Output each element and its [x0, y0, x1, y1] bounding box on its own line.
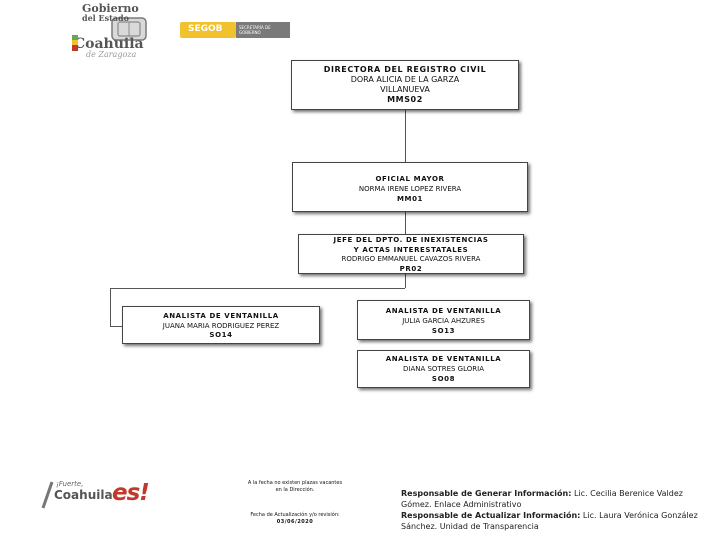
- analista-right1-box: ANALISTA DE VENTANILLA JULIA GARCIA AHZU…: [357, 300, 530, 340]
- analista-right1-name: JULIA GARCIA AHZURES: [402, 317, 485, 325]
- state-sub: de Zaragoza: [86, 50, 137, 59]
- flag-stripes: [72, 35, 78, 51]
- secgob-badge: SEGOB: [180, 22, 236, 38]
- oficial-box: OFICIAL MAYOR NORMA IRENE LOPEZ RIVERA M…: [292, 162, 528, 212]
- logo-state-text: Coahuila: [54, 488, 113, 502]
- responsables: Responsable de Generar Información: Lic.…: [401, 488, 717, 532]
- upd-value: Lic. Laura Verónica González: [582, 511, 698, 520]
- analista-left-code: SO14: [209, 331, 233, 339]
- gov-line1: Gobierno: [82, 2, 139, 15]
- connector-jefe-down: [405, 274, 406, 288]
- gov-line2: del Estado: [82, 13, 129, 23]
- secgob-label: SEGOB: [188, 24, 223, 34]
- logo-slash-icon: [40, 480, 54, 514]
- connector-horizontal: [110, 288, 405, 289]
- director-name-line1: DORA ALICIA DE LA GARZA: [350, 75, 460, 84]
- update-date: 03/06/2020: [276, 519, 314, 525]
- gen-line: Responsable de Generar Información: Lic.…: [401, 488, 717, 499]
- upd-label: Responsable de Actualizar Información:: [401, 511, 581, 520]
- director-box: DIRECTORA DEL REGISTRO CIVIL DORA ALICIA…: [291, 60, 519, 110]
- logo-es-text: es!: [112, 480, 150, 506]
- logo-small-text: ¡Fuerte,: [56, 480, 84, 488]
- jefe-name: RODRIGO EMMANUEL CAVAZOS RIVERA: [341, 255, 481, 263]
- coat-of-arms-icon: [110, 16, 148, 42]
- vacancy-note: A la fecha no existen plazas vacantes en…: [220, 480, 370, 494]
- gen-value: Lic. Cecilia Berenice Valdez: [573, 489, 683, 498]
- secgob-sub-label: SECRETARÍA DE GOBIERNO: [239, 25, 271, 35]
- connector-left-vertical: [110, 288, 111, 326]
- upd-value2: Sánchez. Unidad de Transparencia: [401, 522, 539, 531]
- government-logo: Gobierno del Estado Coahuila de Zaragoza…: [52, 2, 302, 60]
- analista-right2-name: DIANA SOTRES GLORIA: [403, 365, 484, 373]
- jefe-title-line1: JEFE DEL DPTO. DE INEXISTENCIAS: [333, 236, 489, 244]
- vacancy-note-line2: en la Dirección.: [275, 487, 315, 493]
- analista-right1-title: ANALISTA DE VENTANILLA: [385, 307, 502, 315]
- analista-right1-code: SO13: [431, 327, 456, 335]
- director-code: MMS02: [387, 95, 423, 104]
- director-title: DIRECTORA DEL REGISTRO CIVIL: [323, 65, 487, 74]
- connector-oficial-jefe: [405, 212, 406, 234]
- secgob-sub-badge: SECRETARÍA DE GOBIERNO: [236, 22, 290, 38]
- analista-right2-box: ANALISTA DE VENTANILLA DIANA SOTRES GLOR…: [357, 350, 530, 388]
- oficial-title: OFICIAL MAYOR: [375, 175, 445, 183]
- upd-line: Responsable de Actualizar Información: L…: [401, 510, 717, 521]
- connector-director-oficial: [405, 110, 406, 162]
- update-info: Fecha de Actualización y/o revisión: 03/…: [220, 512, 370, 526]
- director-name-line2: VILLANUEVA: [380, 85, 430, 94]
- oficial-name: NORMA IRENE LOPEZ RIVERA: [358, 185, 462, 193]
- analista-right2-code: SO08: [431, 375, 456, 383]
- gen-label: Responsable de Generar Información:: [401, 489, 572, 498]
- coahuila-es-logo: ¡Fuerte, Coahuila es!: [40, 478, 152, 512]
- vacancy-note-line1: A la fecha no existen plazas vacantes: [247, 480, 343, 486]
- jefe-title-line2: Y ACTAS INTERESTATALES: [353, 245, 469, 254]
- jefe-code: PR02: [399, 264, 423, 273]
- state-name: Coahuila: [74, 36, 144, 52]
- jefe-box: JEFE DEL DPTO. DE INEXISTENCIAS Y ACTAS …: [298, 234, 524, 274]
- analista-right2-title: ANALISTA DE VENTANILLA: [385, 355, 502, 363]
- oficial-code: MM01: [396, 195, 424, 203]
- update-label: Fecha de Actualización y/o revisión:: [250, 512, 340, 518]
- analista-left-title: ANALISTA DE VENTANILLA: [163, 312, 279, 320]
- analista-left-box: ANALISTA DE VENTANILLA JUANA MARIA RODRI…: [122, 306, 320, 344]
- connector-left-stub: [110, 326, 122, 327]
- analista-left-name: JUANA MARIA RODRIGUEZ PEREZ: [162, 321, 280, 330]
- gen-value2: Gómez. Enlace Administrativo: [401, 500, 522, 509]
